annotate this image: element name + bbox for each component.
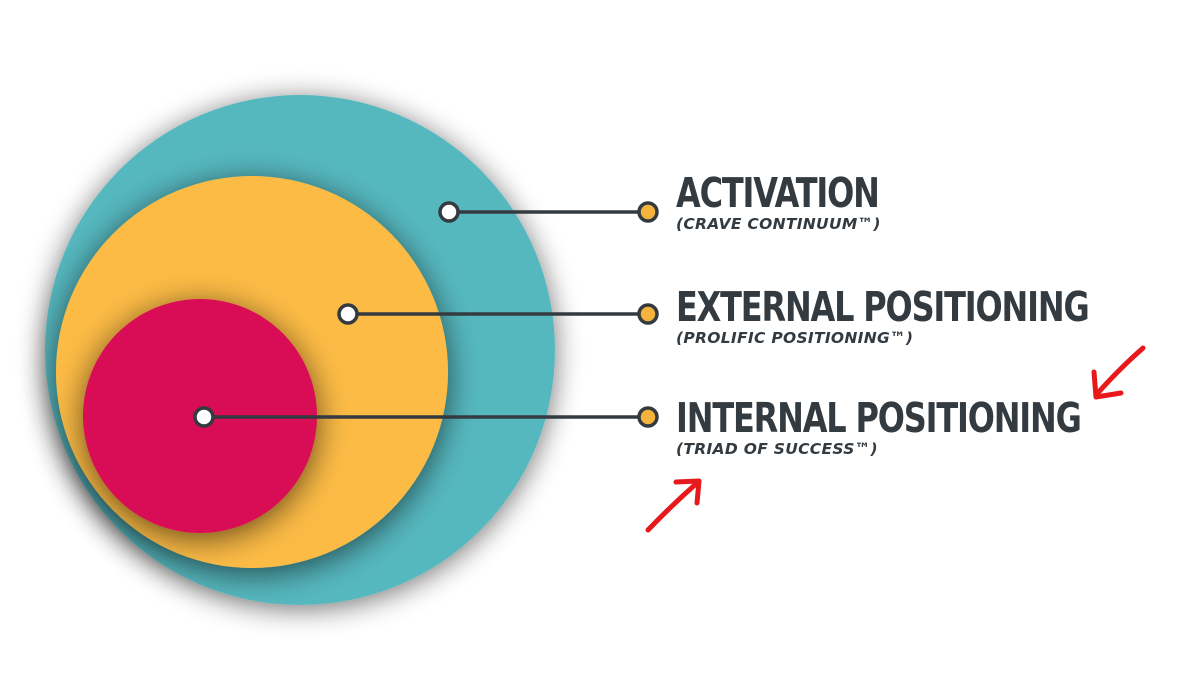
activation-subtitle: (CRAVE CONTINUUM™) [676,215,881,233]
external-positioning-title: EXTERNAL POSITIONING [676,283,1090,331]
connector-internal-positioning [193,406,659,428]
annotation-arrow-right-icon [1091,345,1146,400]
connector-external-positioning [337,303,659,325]
activation-title: ACTIVATION [676,169,880,217]
activation-label: ACTIVATION (CRAVE CONTINUUM™) [676,170,936,234]
internal-positioning-label: INTERNAL POSITIONING (TRIAD OF SUCCESS™) [676,395,1195,459]
internal-positioning-title: INTERNAL POSITIONING [676,394,1082,442]
external-positioning-label: EXTERNAL POSITIONING (PROLIFIC POSITIONI… [676,284,1200,348]
connector-activation [438,201,659,223]
annotation-arrow-left-icon [645,478,702,533]
internal-positioning-subtitle: (TRIAD OF SUCCESS™) [676,440,878,458]
external-positioning-subtitle: (PROLIFIC POSITIONING™) [676,329,914,347]
